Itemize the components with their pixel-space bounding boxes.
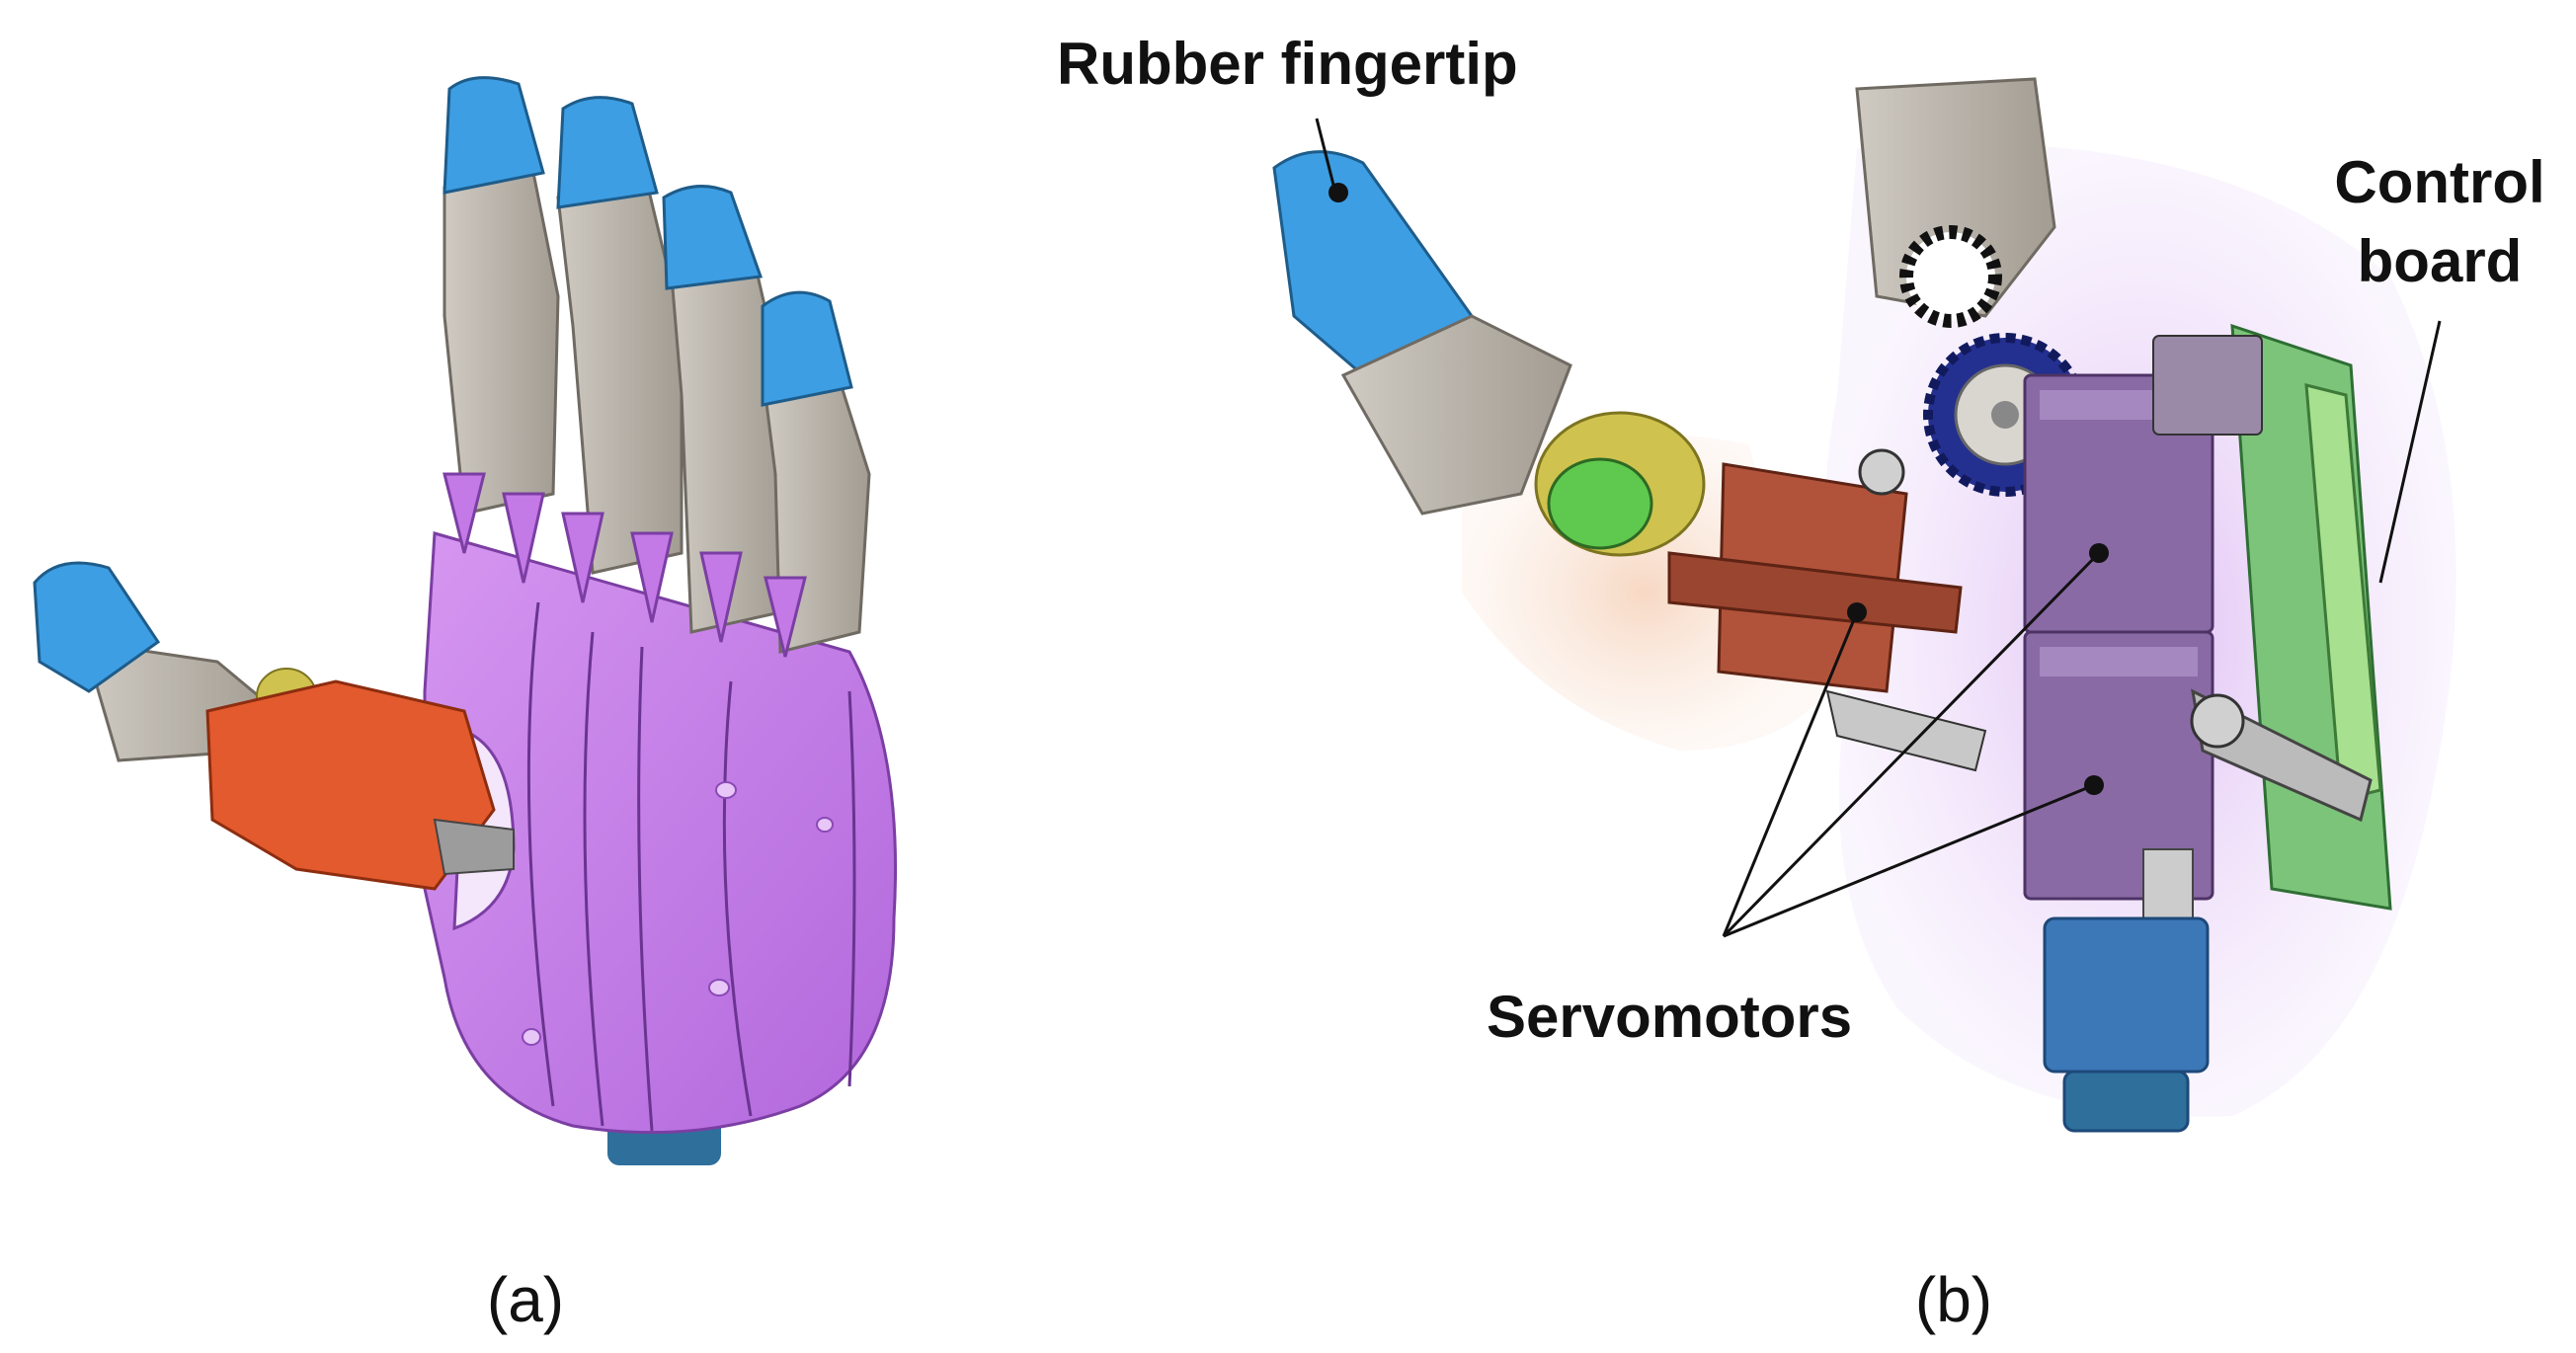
finger-ring (662, 185, 787, 634)
callout-rubber-fingertip: Rubber fingertip (1057, 31, 1518, 97)
leader-servo-2 (1723, 783, 2095, 938)
panel-label-b: (b) (1915, 1264, 1992, 1335)
leader-servo-1 (1722, 551, 2101, 938)
wrist-connector-b (2043, 848, 2210, 1133)
palm-seams (526, 601, 856, 1132)
panel-b-mechanism-illustration (1272, 77, 2456, 1133)
leader-dots (1328, 183, 2109, 795)
panel-a-hand-illustration (33, 76, 898, 1165)
leader-fingertip (1315, 118, 1337, 194)
upper-finger-b (1855, 77, 2056, 328)
finger-middle (556, 96, 684, 575)
thumb-b (1272, 150, 1706, 557)
servo-stack (2023, 373, 2214, 901)
red-servo (1667, 448, 1987, 772)
palm-holes (522, 781, 834, 1046)
palm-shell (423, 531, 898, 1135)
knuckle-comb (443, 472, 807, 658)
thumb-a (33, 561, 515, 891)
callout-servomotors: Servomotors (1487, 984, 1852, 1050)
servo-horn (2190, 688, 2373, 823)
panel-label-a: (a) (487, 1264, 564, 1335)
leader-lines (1315, 118, 2442, 938)
callout-control-board-line2: board (2358, 228, 2523, 294)
finger-index (443, 76, 560, 516)
leader-servo-3 (1722, 611, 1859, 937)
callout-control-board-line1: Control (2334, 149, 2544, 215)
leader-control-board (2378, 320, 2442, 584)
